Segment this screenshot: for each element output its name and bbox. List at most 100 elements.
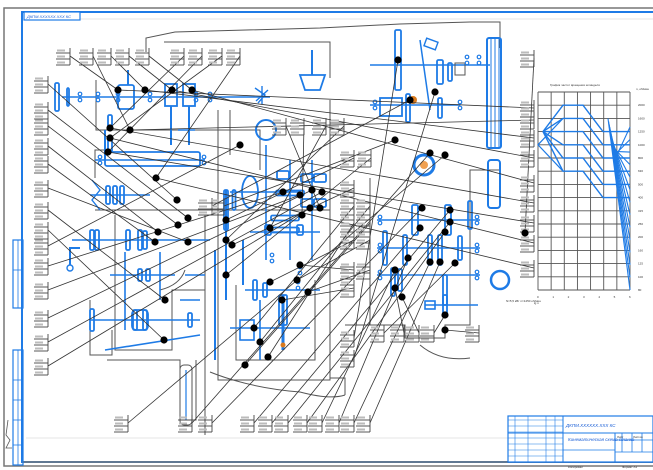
- speed-graph-title: График частот вращения шпинделя: [550, 83, 600, 87]
- gear-callout: [210, 198, 225, 216]
- callout-text: [521, 101, 529, 104]
- gear-callout: [520, 50, 535, 68]
- bearing: [97, 154, 103, 160]
- callout-bullet: [266, 278, 274, 286]
- callout-bullets: [104, 56, 529, 369]
- gear: [397, 268, 403, 292]
- gear-callout: [178, 415, 193, 433]
- speed-label: 800: [638, 156, 643, 160]
- bearing: [476, 60, 482, 66]
- callout-text: [357, 428, 365, 431]
- callout-bullet: [293, 276, 301, 284]
- callout-bullet: [188, 86, 196, 94]
- corner-stamp-text: ДКПМ.XXXXXX.XXX КС: [26, 14, 71, 19]
- callout-text: [35, 77, 43, 80]
- leader-line: [47, 187, 189, 243]
- callout-bullet: [446, 206, 454, 214]
- bearing: [464, 60, 470, 66]
- callout-text: [294, 422, 302, 425]
- callout-text: [421, 338, 429, 341]
- gear-callout: [520, 150, 535, 168]
- title-block: ДКПМ.XXXXXX.XXX КС Кинематическая схема …: [507, 415, 653, 469]
- callout-text: [313, 119, 321, 122]
- callout-text: [341, 181, 349, 184]
- callout-text: [189, 49, 197, 52]
- bearing: [474, 242, 480, 248]
- speed-label: 630: [638, 169, 643, 173]
- universal-joint: [254, 86, 269, 104]
- gear: [66, 87, 70, 107]
- callout-text: [136, 61, 144, 64]
- callout-text: [35, 169, 43, 172]
- bearing: [77, 91, 83, 97]
- callout-text: [309, 416, 317, 419]
- callout-text: [341, 233, 349, 236]
- callout-text: [35, 119, 43, 122]
- callout-bullet: [250, 324, 258, 332]
- callout-text: [35, 289, 43, 292]
- callout-text: [275, 428, 283, 431]
- sun-gear: [412, 153, 436, 177]
- callout-text: [179, 422, 187, 425]
- speed-ray: [614, 139, 631, 155]
- shaft: [104, 334, 201, 351]
- callout-bullet: [398, 293, 406, 301]
- callout-text: [35, 89, 43, 92]
- gear: [457, 235, 463, 261]
- callout-text: [357, 216, 365, 219]
- gear: [436, 59, 444, 85]
- callout-text: [341, 199, 349, 202]
- callout-text: [521, 131, 529, 134]
- callout-text: [35, 335, 43, 338]
- callout-text: [521, 196, 529, 199]
- callout-text: [115, 416, 123, 419]
- long-gear: [104, 151, 201, 167]
- leader-line: [401, 296, 420, 334]
- gear: [278, 294, 288, 326]
- gear-callout: [208, 48, 223, 66]
- callout-bullet: [394, 56, 402, 64]
- callout-bullet: [279, 188, 287, 196]
- callout-text: [291, 125, 299, 128]
- sheets-label: Листов: [633, 435, 643, 439]
- callout-text: [227, 55, 235, 58]
- gear-callout: [135, 48, 150, 66]
- speed-graph-rays: [537, 104, 631, 291]
- corner-stamp: ДКПМ.XXXXXX.XXX КС: [23, 11, 81, 21]
- callout-text: [35, 245, 43, 248]
- bearing: [464, 54, 470, 60]
- clutch: [131, 309, 149, 331]
- gear-callout: [520, 215, 535, 233]
- gear: [447, 62, 453, 82]
- callout-text: [35, 163, 43, 166]
- callout-text: [171, 61, 179, 64]
- callout-text: [35, 187, 43, 190]
- gear: [411, 204, 419, 236]
- callout-text: [189, 55, 197, 58]
- callout-bullet: [241, 361, 249, 369]
- callout-text: [357, 263, 365, 266]
- leader-line: [394, 287, 405, 334]
- callout-bullet: [521, 229, 529, 237]
- gear-callout: [198, 415, 213, 433]
- handle: [423, 37, 439, 51]
- callout-text: [57, 61, 65, 64]
- callout-text: [199, 211, 207, 214]
- speed-label: 100: [638, 275, 643, 279]
- spindle: [486, 37, 502, 149]
- callout-text: [179, 416, 187, 419]
- bearing: [269, 258, 275, 264]
- callout-text: [326, 422, 334, 425]
- speed-ray: [614, 150, 631, 153]
- callout-text: [341, 281, 349, 284]
- callout-text: [521, 107, 529, 110]
- kinematic-mechanism: [54, 29, 511, 426]
- callout-bullet: [173, 196, 181, 204]
- sheet-label: Лист: [617, 435, 624, 439]
- callout-text: [57, 49, 65, 52]
- callout-text: [521, 242, 529, 245]
- gear: [137, 229, 143, 251]
- gear-callout: [293, 415, 308, 433]
- bearing: [474, 220, 480, 226]
- gear-callout: [520, 130, 535, 148]
